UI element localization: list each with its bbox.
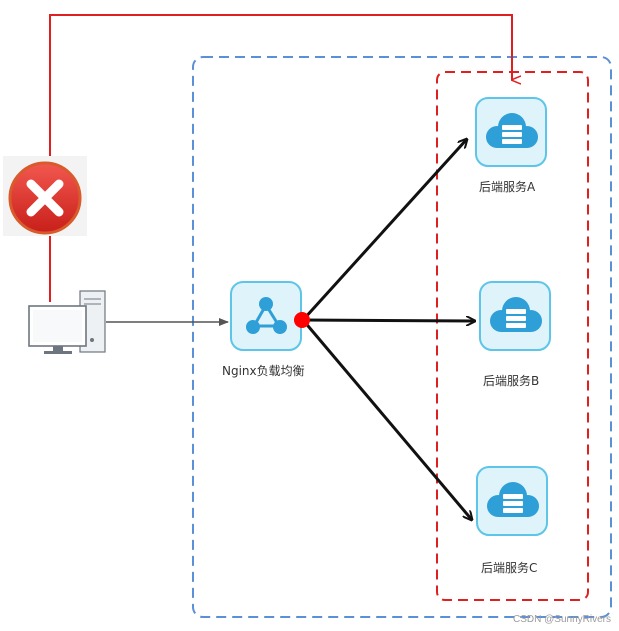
nginx-to-service-c-arrow — [301, 319, 472, 520]
cloud-server-icon — [490, 297, 542, 332]
nginx-to-service-b-arrow — [302, 320, 475, 321]
service-c-node — [476, 466, 548, 536]
cloud-server-icon — [487, 482, 539, 517]
nginx-label: Nginx负载均衡 — [222, 364, 305, 378]
junction-dot — [294, 312, 310, 328]
service-b-label: 后端服务B — [483, 374, 540, 388]
watermark: CSDN @SunnyRivers — [513, 614, 611, 625]
nginx-region-boundary — [192, 56, 612, 618]
service-b-node — [479, 281, 551, 351]
service-c-label: 后端服务C — [481, 561, 538, 575]
service-a-label: 后端服务A — [479, 180, 536, 194]
nginx-node — [230, 281, 302, 351]
network-share-icon — [246, 297, 287, 334]
service-a-node — [475, 97, 547, 167]
cloud-server-icon — [486, 113, 538, 148]
direct-access-line — [49, 14, 512, 302]
nginx-to-service-a-arrow — [301, 139, 467, 322]
desktop-computer-icon — [28, 290, 106, 354]
error-x-icon — [3, 156, 87, 236]
